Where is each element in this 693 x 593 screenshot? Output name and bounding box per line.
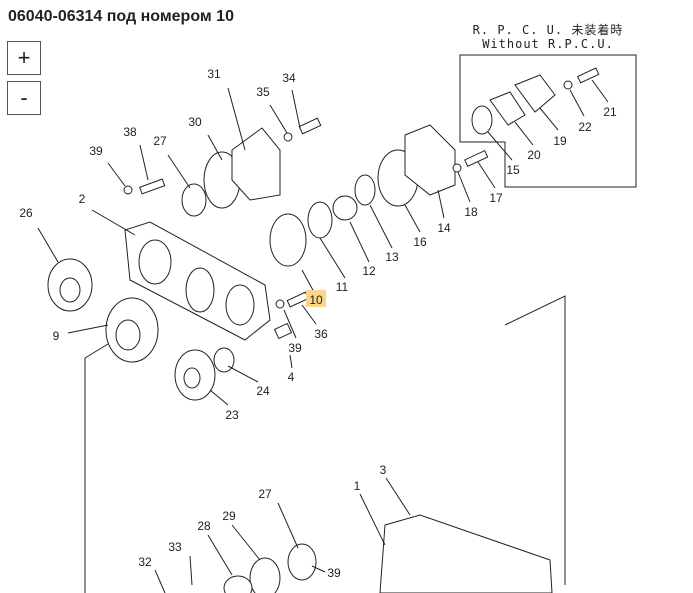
callout-13[interactable]: 13 [385, 250, 399, 264]
snap-ring-12 [332, 195, 358, 221]
washer-35 [283, 132, 293, 142]
highlight-part-10 [306, 290, 326, 307]
callout-32[interactable]: 32 [138, 555, 152, 569]
callout-33[interactable]: 33 [168, 540, 182, 554]
callout-36[interactable]: 36 [314, 327, 328, 341]
gear-case-cover [124, 221, 271, 341]
washer-18 [452, 163, 462, 173]
bearing-27 [181, 183, 207, 217]
gasket-29 [249, 557, 281, 593]
callout-39-b[interactable]: 39 [288, 341, 302, 355]
washer-39 [123, 185, 133, 195]
callout-27[interactable]: 27 [153, 134, 167, 148]
leader-lines [37, 79, 609, 593]
bolt-34 [298, 117, 322, 135]
callout-labels[interactable]: 31 34 35 30 38 27 39 2 26 9 24 23 4 39 3… [19, 67, 617, 580]
callout-30[interactable]: 30 [188, 115, 202, 129]
callout-28[interactable]: 28 [197, 519, 211, 533]
callout-39-c[interactable]: 39 [327, 566, 341, 580]
callout-2[interactable]: 2 [79, 192, 86, 206]
callout-34[interactable]: 34 [282, 71, 296, 85]
inset-caption-jp: R. P. C. U. 未装着時 [473, 22, 624, 37]
callout-27-b[interactable]: 27 [258, 487, 272, 501]
callout-21[interactable]: 21 [603, 105, 617, 119]
callout-18[interactable]: 18 [464, 205, 478, 219]
bearing-11 [269, 213, 307, 267]
zoom-out-button[interactable]: - [7, 81, 41, 115]
callout-26[interactable]: 26 [19, 206, 33, 220]
washer-22 [563, 80, 573, 90]
bolt-10 [286, 291, 309, 308]
callout-35[interactable]: 35 [256, 85, 270, 99]
callout-15[interactable]: 15 [506, 163, 520, 177]
callout-9[interactable]: 9 [53, 329, 60, 343]
housing-14 [404, 124, 456, 196]
callout-31[interactable]: 31 [207, 67, 221, 81]
callout-39[interactable]: 39 [89, 144, 103, 158]
bracket-left [84, 343, 109, 593]
bearing-24 [213, 347, 235, 373]
callout-24[interactable]: 24 [256, 384, 270, 398]
callout-20[interactable]: 20 [527, 148, 541, 162]
seal-13b [354, 174, 376, 206]
zoom-in-button[interactable]: + [7, 41, 41, 75]
bolt-38 [139, 178, 166, 195]
plate-15 [471, 105, 493, 135]
gear-23 [174, 349, 216, 401]
callout-16[interactable]: 16 [413, 235, 427, 249]
bearing-27b [287, 543, 317, 581]
washer-36 [275, 299, 285, 309]
inset-frame [459, 54, 637, 188]
seal-13 [307, 201, 333, 239]
gasket-20 [489, 91, 526, 126]
callout-12[interactable]: 12 [362, 264, 376, 278]
bracket-right [504, 295, 566, 585]
gear-case-1 [379, 514, 553, 593]
callout-4[interactable]: 4 [288, 370, 295, 384]
callout-23[interactable]: 23 [225, 408, 239, 422]
callout-17[interactable]: 17 [489, 191, 503, 205]
cover-19 [514, 74, 556, 113]
gear-26 [47, 258, 93, 312]
cover-28 [223, 575, 253, 593]
callout-1[interactable]: 1 [354, 479, 361, 493]
bolt-21 [577, 67, 600, 84]
callout-29[interactable]: 29 [222, 509, 236, 523]
inset-caption-en: Without R.P.C.U. [482, 37, 614, 51]
callout-11[interactable]: 11 [336, 280, 349, 294]
callout-10[interactable]: 10 [309, 293, 323, 307]
callout-3[interactable]: 3 [380, 463, 387, 477]
callout-22[interactable]: 22 [578, 120, 592, 134]
callout-14[interactable]: 14 [437, 221, 451, 235]
page-title: 06040-06314 под номером 10 [8, 8, 234, 25]
bolt-17 [464, 149, 489, 167]
callout-38[interactable]: 38 [123, 125, 137, 139]
callout-19[interactable]: 19 [553, 134, 567, 148]
pin-4 [273, 322, 293, 340]
gear-9 [105, 297, 159, 363]
